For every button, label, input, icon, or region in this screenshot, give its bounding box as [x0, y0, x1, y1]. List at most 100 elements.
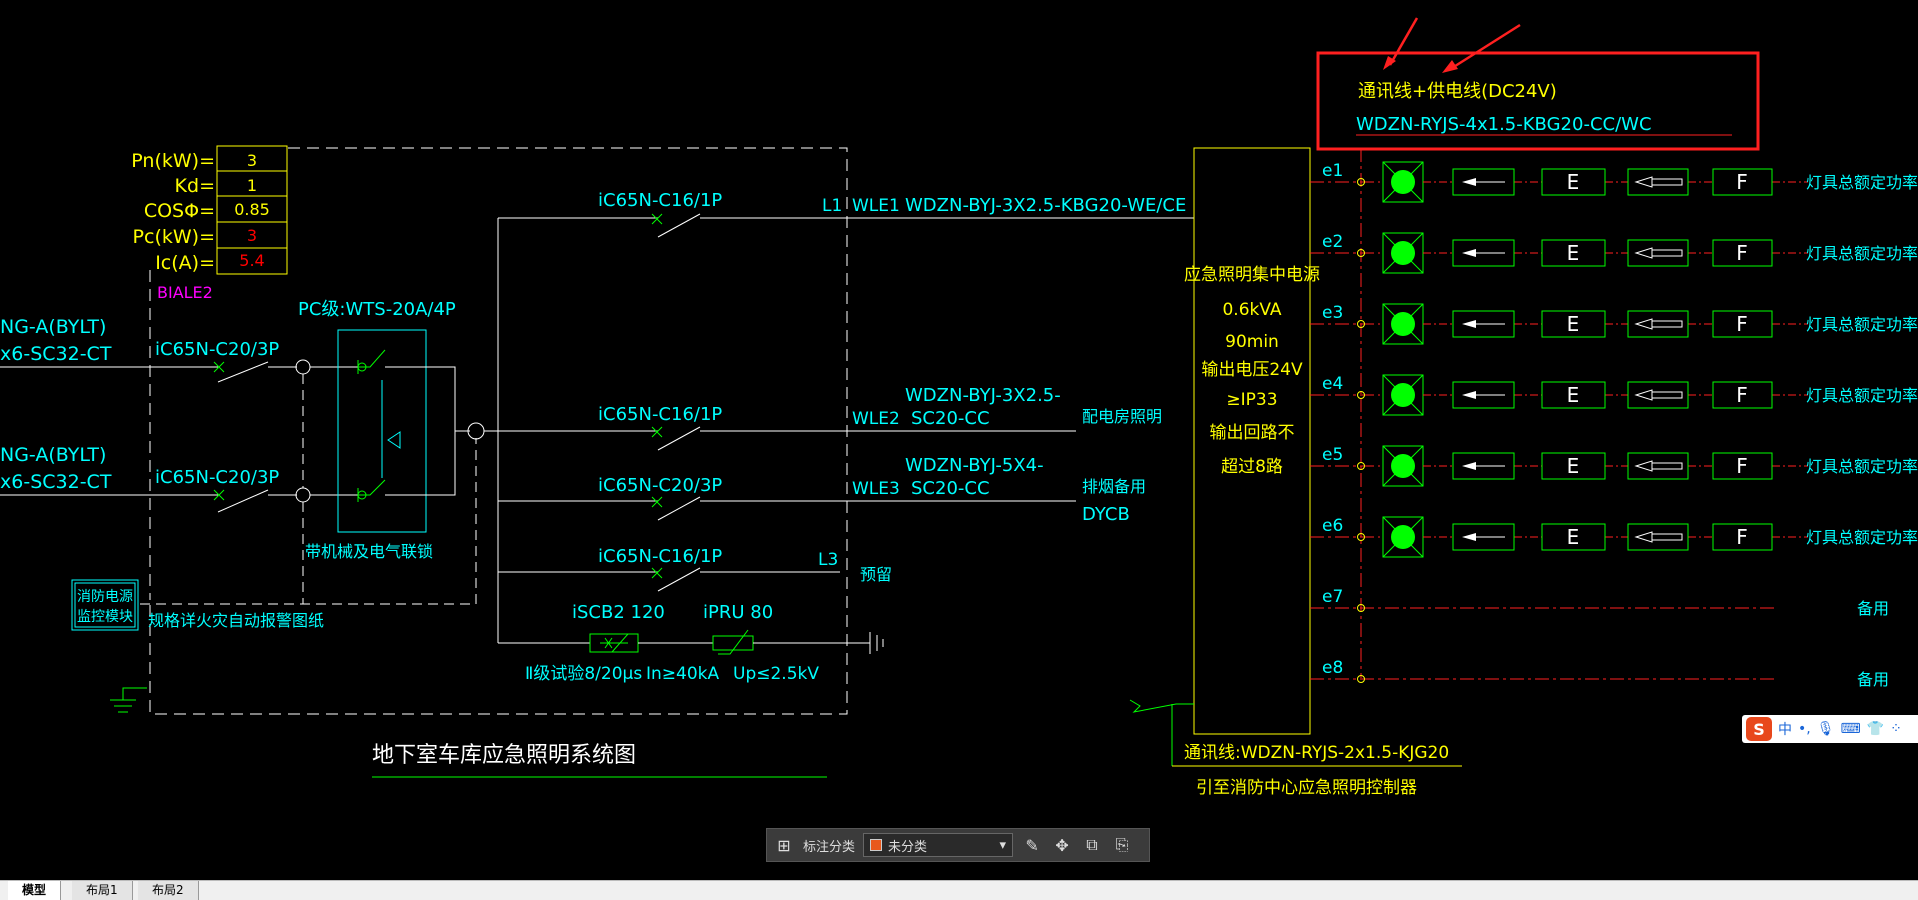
branch-e6-lamp — [1391, 525, 1415, 549]
branch-e3-note: 灯具总额定功率≤115W — [1806, 315, 1918, 334]
branch-e1-f-sign — [1712, 168, 1773, 196]
branch-e5-f-sign — [1712, 452, 1773, 480]
edit-icon[interactable]: ✎ — [1025, 835, 1039, 855]
c1-breaker: iC65N-C16/1P — [598, 190, 722, 211]
branch-e1-e-sign — [1541, 168, 1606, 196]
paste-icon[interactable]: ⎘ — [1115, 835, 1129, 854]
communication-line: 通讯线:WDZN-RYJS-2x1.5-KJG20 引至消防中心应急照明控制器 — [1129, 699, 1462, 798]
c3-cable-b: SC20-CC — [911, 478, 990, 499]
branch-e3-e-sign — [1541, 310, 1606, 338]
input2-breaker-cross — [213, 489, 225, 501]
input1-cable-b: x6-SC32-CT — [0, 343, 112, 365]
tab-model[interactable]: 模型 — [8, 881, 62, 900]
c1-phase: L1 — [822, 196, 842, 216]
move-icon[interactable]: ✥ — [1055, 835, 1069, 855]
branch-e2-arrow-sign — [1452, 239, 1515, 267]
callout-line2: WDZN-RYJS-4x1.5-KBG20-CC/WC — [1356, 114, 1652, 135]
tab-layout1[interactable]: 布局1 — [72, 881, 133, 900]
punctuation-icon[interactable]: •, — [1798, 721, 1811, 737]
power-unit-line2: 0.6kVA — [1222, 300, 1281, 320]
incoming-feeders: NG-A(BYLT) x6-SC32-CT NG-A(BYLT) x6-SC32… — [0, 316, 477, 605]
branch-e6-f-sign — [1712, 523, 1773, 551]
power-unit-line7: 超过8路 — [1221, 457, 1283, 477]
branch-e5-lamp — [1391, 454, 1415, 478]
branch-e5-arrow-sign — [1452, 452, 1515, 480]
branch-e5-floor-arrow-sign — [1627, 452, 1689, 480]
ats-switch: PC级:WTS-20A/4P 带机械及电气联锁 — [298, 299, 470, 561]
c1-id: WLE1 — [852, 196, 900, 216]
drawing-title: 地下室车库应急照明系统图 — [372, 743, 636, 768]
fire-module-line2: 监控模块 — [77, 609, 133, 625]
branch-e6-note: 灯具总额定功率≤115W — [1806, 528, 1918, 547]
branch-e3-label: e3 — [1322, 303, 1343, 323]
tab-layout2[interactable]: 布局2 — [138, 881, 199, 900]
branch-e3-e-label: E — [1567, 312, 1580, 336]
category-select[interactable]: 未分类 ▾ — [863, 833, 1014, 857]
ime-logo-icon[interactable]: S — [1746, 717, 1772, 741]
c2-breaker: iC65N-C16/1P — [598, 404, 722, 425]
category-color-swatch — [870, 839, 883, 851]
kd-value: 1 — [247, 176, 257, 195]
branch-e2-f-sign — [1712, 239, 1773, 267]
branch-e7-node — [1357, 604, 1365, 612]
microphone-icon[interactable]: 🎙 — [1816, 721, 1835, 737]
fire-module-line1: 消防电源 — [77, 589, 133, 605]
skin-icon[interactable]: 👕 — [1866, 721, 1885, 737]
power-unit-line5: ≥IP33 — [1226, 390, 1277, 410]
branch-e7-label: e7 — [1322, 587, 1343, 607]
c2-cable-a: WDZN-BYJ-3X2.5- — [905, 385, 1061, 406]
branch-e1-lamp — [1391, 170, 1415, 194]
branch-e2-e-sign — [1541, 239, 1606, 267]
branch-e2-label: e2 — [1322, 232, 1343, 252]
branch-e8-note: 备用 — [1857, 670, 1889, 689]
copy-icon[interactable]: ⧉ — [1086, 835, 1098, 854]
branch-e8-node — [1357, 675, 1365, 683]
cad-drawing-canvas[interactable]: Pn(kW)= Kd= COSΦ= Pc(kW)= Ic(A)= 3 1 0.8… — [0, 0, 1918, 880]
spd-spec3: Up≤2.5kV — [733, 664, 819, 684]
branch-e6-label: e6 — [1322, 516, 1343, 536]
comm-line-note: 引至消防中心应急照明控制器 — [1196, 778, 1417, 798]
branch-e1-arrow-sign — [1452, 168, 1515, 196]
branch-e2-note: 灯具总额定功率≤115W — [1806, 244, 1918, 263]
branch-e4-f-sign — [1712, 381, 1773, 409]
ic-label: Ic(A)= — [155, 252, 215, 274]
emergency-power-unit: 应急照明集中电源 0.6kVA 90min 输出电压24V ≥IP33 输出回路… — [1184, 147, 1320, 735]
c3-destination-b: DYCB — [1082, 504, 1130, 525]
input2-terminal — [295, 487, 311, 503]
grid-icon[interactable]: ⊞ — [777, 835, 791, 855]
branch-e6-arrow-sign — [1452, 523, 1515, 551]
pn-value: 3 — [247, 151, 257, 170]
branch-e1-f-label: F — [1736, 170, 1748, 194]
branch-e1-e-label: E — [1567, 170, 1580, 194]
ime-mode[interactable]: 中 — [1778, 722, 1792, 738]
input2-cable-b: x6-SC32-CT — [0, 471, 112, 493]
branch-e3-arrow-sign — [1452, 310, 1515, 338]
branch-e4-e-sign — [1541, 381, 1606, 409]
layout-tab-bar: 模型 布局1 布局2 — [0, 880, 1918, 900]
box-id: BIALE2 — [157, 283, 213, 302]
pc-value: 3 — [247, 226, 257, 245]
surge-protection-branch: iSCB2 120 iPRU 80 Ⅱ级试验8/20μs In≥40kA Up≤… — [498, 602, 884, 684]
branch-e5-e-sign — [1541, 452, 1606, 480]
branch-e3-lamp — [1391, 312, 1415, 336]
kd-label: Kd= — [175, 175, 215, 197]
branch-e8-label: e8 — [1322, 658, 1343, 678]
c2-destination: 配电房照明 — [1082, 407, 1162, 426]
keyboard-icon[interactable]: ⌨ — [1840, 721, 1861, 737]
branch-e6-e-label: E — [1567, 525, 1580, 549]
spd-spec1: Ⅱ级试验8/20μs — [525, 664, 642, 684]
apps-icon[interactable]: ⁘ — [1890, 721, 1902, 737]
output-branches: e1EF灯具总额定功率≤115We2EF灯具总额定功率≤115We3EF灯具总额… — [1310, 161, 1918, 689]
branch-e5-label: e5 — [1322, 445, 1343, 465]
branch-e5-node — [1357, 462, 1365, 470]
branch-e4-e-label: E — [1567, 383, 1580, 407]
c2-id: WLE2 — [852, 409, 900, 429]
c4-destination: 预留 — [860, 565, 892, 584]
outgoing-circuits: iC65N-C16/1P L1 WLE1 WDZN-BYJ-3X2.5-KBG2… — [498, 190, 1194, 592]
cos-value: 0.85 — [234, 200, 270, 219]
ime-toolbar: S 中 •, 🎙 ⌨ 👕 ⁘ — [1742, 715, 1918, 743]
input2-breaker-label: iC65N-C20/3P — [155, 467, 279, 488]
branch-e1-floor-arrow-sign — [1627, 168, 1689, 196]
input1-terminal — [295, 359, 311, 375]
branch-e3-f-sign — [1712, 310, 1773, 338]
